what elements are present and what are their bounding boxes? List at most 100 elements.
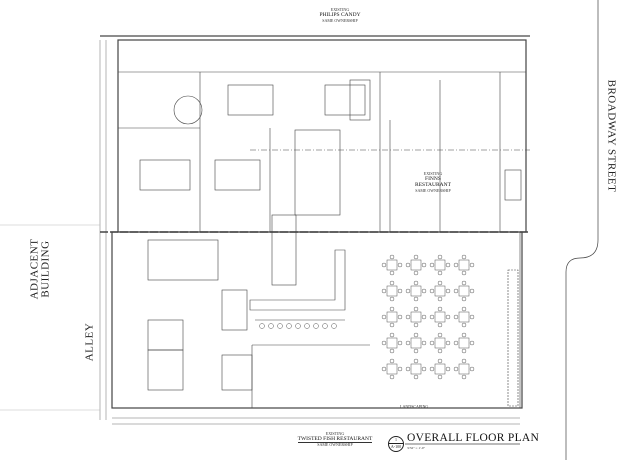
chair (405, 262, 411, 268)
neighbor-name: PHILIPS CANDY (319, 12, 361, 18)
chair (437, 348, 443, 354)
chair (405, 314, 411, 320)
chair (469, 288, 475, 294)
chair (461, 348, 467, 354)
drawing-title: OVERALL FLOOR PLAN (407, 432, 540, 444)
chair (445, 288, 451, 294)
chair (453, 288, 459, 294)
chair (413, 358, 419, 364)
chair (421, 340, 427, 346)
dining-table (458, 285, 470, 297)
chair (461, 322, 467, 328)
neighbor-existing: EXISTING (330, 7, 350, 12)
adjacent-building-label: ADJACENT BUILDING (28, 239, 51, 300)
sheet-number: A-100 (389, 443, 403, 449)
chair (445, 366, 451, 372)
chair (453, 366, 459, 372)
chair (389, 270, 395, 276)
chair (437, 322, 443, 328)
chair (437, 296, 443, 302)
chair (437, 306, 443, 312)
chair (437, 358, 443, 364)
chair (405, 288, 411, 294)
broadway-curb-line (565, 0, 599, 460)
dining-table (386, 285, 398, 297)
alley-label: ALLEY (83, 322, 96, 362)
dining-table (386, 259, 398, 271)
chair (389, 358, 395, 364)
bar-stool (313, 323, 319, 329)
chair (381, 314, 387, 320)
chair (405, 366, 411, 372)
chair (389, 322, 395, 328)
dining-table (410, 311, 422, 323)
chair (413, 374, 419, 380)
bar-stool (331, 323, 337, 329)
dining-table (386, 337, 398, 349)
neighbor-ownership: SAME OWNERSHIP (317, 442, 353, 447)
chair (461, 374, 467, 380)
dining-table (458, 337, 470, 349)
dining-table (410, 363, 422, 375)
upper-building-outline (117, 39, 527, 233)
neighbor-name: FINNS (425, 176, 441, 182)
chair (389, 280, 395, 286)
chair (453, 314, 459, 320)
chair (413, 332, 419, 338)
bar-stool (304, 323, 310, 329)
chair (429, 314, 435, 320)
landscaping-strip (507, 269, 519, 407)
chair (381, 366, 387, 372)
neighbor-existing: EXISTING (423, 171, 443, 176)
chair (381, 288, 387, 294)
chair (461, 270, 467, 276)
chair (389, 332, 395, 338)
drawing-number: 1 (395, 437, 397, 442)
chair (397, 314, 403, 320)
chair (429, 262, 435, 268)
chair (381, 262, 387, 268)
chair (437, 254, 443, 260)
drawing-number-bubble: 1 A-100 (388, 436, 404, 452)
bar-stool (268, 323, 274, 329)
neighbor-label-finns: EXISTING FINNS RESTAURANT SAME OWNERSHIP (410, 171, 456, 193)
dining-table (434, 311, 446, 323)
chair (381, 340, 387, 346)
dining-table (434, 259, 446, 271)
chair (413, 270, 419, 276)
chair (453, 340, 459, 346)
chair (469, 366, 475, 372)
chair (445, 314, 451, 320)
chair (413, 296, 419, 302)
chair (421, 288, 427, 294)
chair (397, 340, 403, 346)
bar-stool (322, 323, 328, 329)
drawing-scale: 3/32" = 1'-0" (407, 446, 426, 450)
dining-table (410, 259, 422, 271)
chair (413, 280, 419, 286)
dining-table (434, 285, 446, 297)
chair (389, 306, 395, 312)
neighbor-label-twisted-fish: EXISTING TWISTED FISH RESTAURANT SAME OW… (290, 431, 380, 447)
neighbor-ownership: SAME OWNERSHIP (322, 18, 358, 23)
chair (445, 262, 451, 268)
chair (405, 340, 411, 346)
chair (413, 254, 419, 260)
bar-stool (286, 323, 292, 329)
chair (453, 262, 459, 268)
dining-table (386, 311, 398, 323)
chair (445, 340, 451, 346)
bar-stool (295, 323, 301, 329)
broadway-street-label: BROADWAY STREET (605, 79, 618, 193)
dining-table (386, 363, 398, 375)
neighbor-ownership: SAME OWNERSHIP (415, 188, 451, 193)
dining-table (458, 259, 470, 271)
chair (413, 322, 419, 328)
chair (461, 332, 467, 338)
chair (461, 358, 467, 364)
chair (429, 366, 435, 372)
chair (389, 296, 395, 302)
chair (437, 280, 443, 286)
chair (421, 262, 427, 268)
